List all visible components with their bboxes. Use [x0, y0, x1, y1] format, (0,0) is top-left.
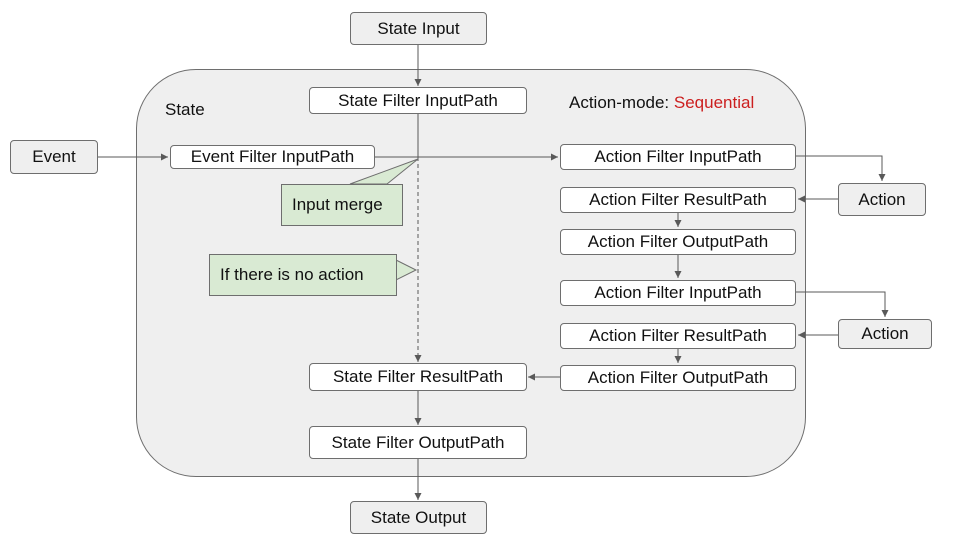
event-filter-input[interactable]: Event Filter InputPath	[170, 145, 375, 169]
state-label: State	[165, 100, 205, 119]
action-node-1[interactable]: Action	[838, 183, 926, 216]
state-filter-input[interactable]: State Filter InputPath	[309, 87, 527, 114]
no-action-note-pointer	[395, 259, 418, 281]
action-mode-label: Action-mode: Sequential	[569, 94, 754, 111]
event-node[interactable]: Event	[10, 140, 98, 174]
arrow-action-input-to-action-2	[796, 291, 889, 317]
action-node-2[interactable]: Action	[838, 319, 932, 349]
input-merge-note: Input merge	[281, 184, 403, 226]
state-input-node[interactable]: State Input	[350, 12, 487, 45]
action-filter-input-1[interactable]: Action Filter InputPath	[560, 144, 796, 170]
state-output-node[interactable]: State Output	[350, 501, 487, 534]
action-filter-result-1[interactable]: Action Filter ResultPath	[560, 187, 796, 213]
action-filter-result-2[interactable]: Action Filter ResultPath	[560, 323, 796, 349]
state-filter-result[interactable]: State Filter ResultPath	[309, 363, 527, 391]
action-filter-output-2[interactable]: Action Filter OutputPath	[560, 365, 796, 391]
action-mode-prefix: Action-mode:	[569, 93, 674, 112]
action-filter-input-2[interactable]: Action Filter InputPath	[560, 280, 796, 306]
state-filter-output[interactable]: State Filter OutputPath	[309, 426, 527, 459]
action-mode-value: Sequential	[673, 93, 755, 112]
arrow-action-input-to-action-1	[796, 155, 886, 181]
no-action-note: If there is no action	[209, 254, 397, 296]
action-filter-output-1[interactable]: Action Filter OutputPath	[560, 229, 796, 255]
